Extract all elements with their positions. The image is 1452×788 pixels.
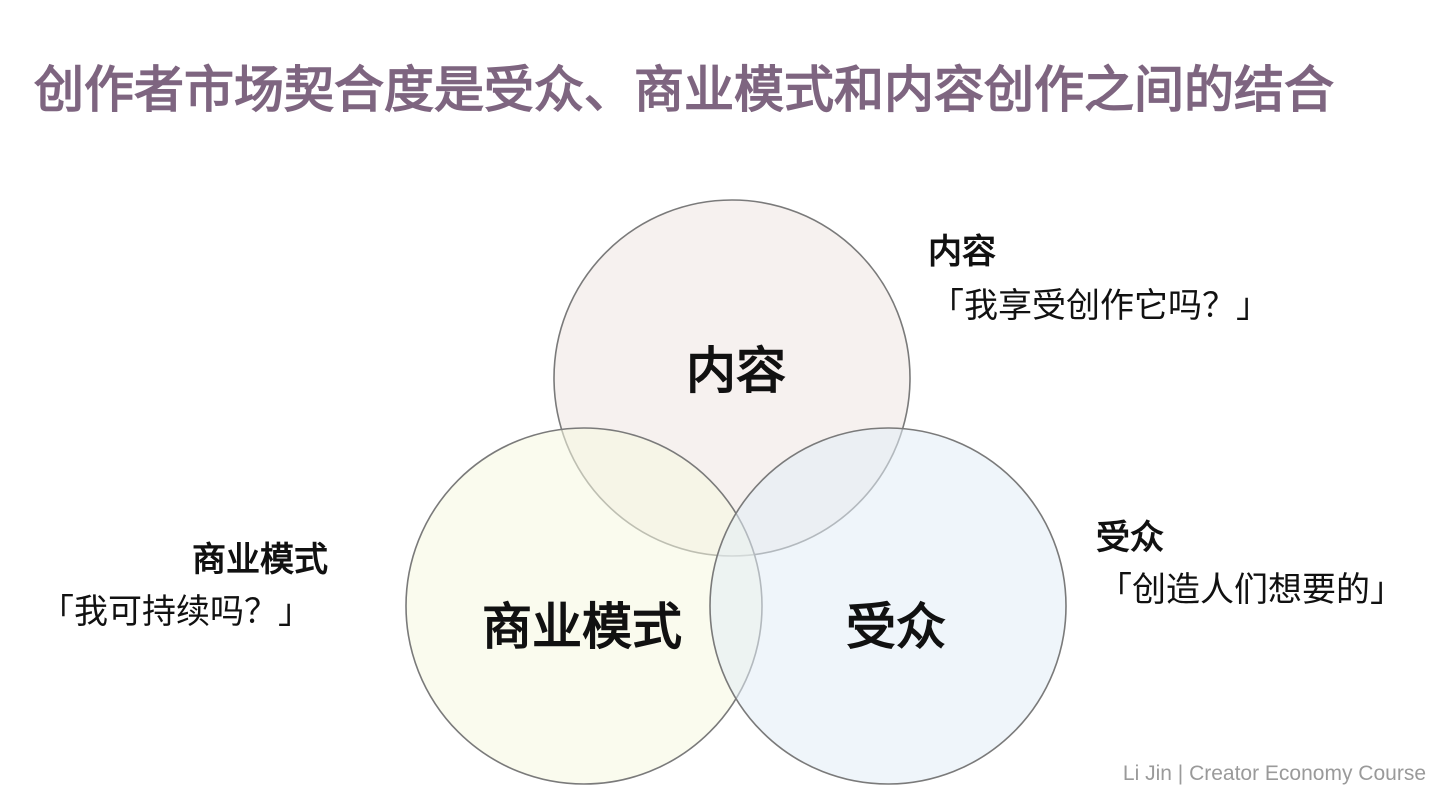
audience-circle [709,427,1067,785]
audience-annotation-title: 受众 [1096,518,1164,558]
course-credit: Li Jin | Creator Economy Course [1122,762,1426,785]
business-model-annotation-title: 商业模式 [192,540,328,580]
audience-annotation-quote: 「创造人们想要的」 [1098,570,1404,610]
audience-circle-label: 受众 [846,598,946,656]
business-model-annotation-quote: 「我可持续吗？」 [40,592,312,632]
content-annotation-quote: 「我享受创作它吗？」 [930,286,1270,326]
content-circle-label: 内容 [686,342,786,400]
business-model-circle-label: 商业模式 [482,598,682,656]
content-annotation-title: 内容 [928,232,996,272]
page-title: 创作者市场契合度是受众、商业模式和内容创作之间的结合 [34,61,1334,119]
